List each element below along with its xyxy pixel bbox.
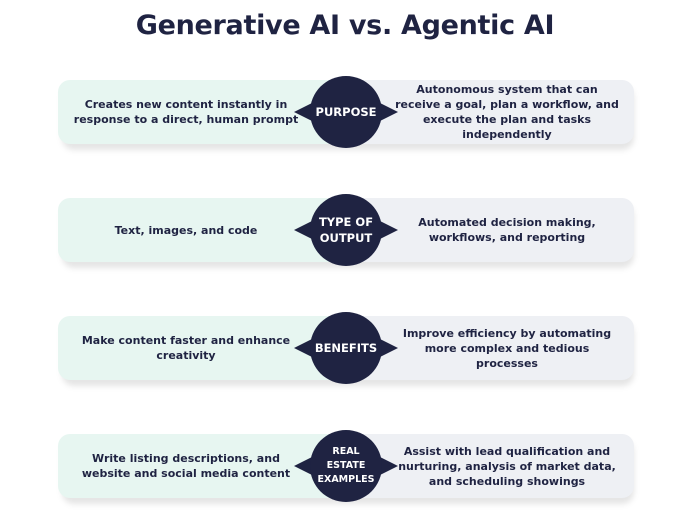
badge-shape-icon — [294, 76, 398, 148]
comparison-row-purpose: Creates new content instantly in respons… — [58, 76, 634, 150]
category-badge: BENEFITS — [286, 308, 406, 388]
category-badge: REAL ESTATE EXAMPLES — [286, 426, 406, 506]
category-label: PURPOSE — [315, 105, 377, 119]
badge-shape-icon — [294, 312, 398, 384]
agentic-ai-text: Improve efficiency by automating more co… — [402, 326, 612, 370]
category-label: REAL ESTATE EXAMPLES — [317, 446, 375, 485]
comparison-row-type-of-output: Text, images, and code Automated decisio… — [58, 194, 634, 268]
agentic-ai-text: Assist with lead qualification and nurtu… — [398, 444, 616, 488]
page-title: Generative AI vs. Agentic AI — [135, 10, 555, 41]
agentic-ai-text: Automated decision making, workflows, an… — [418, 216, 596, 244]
generative-ai-text: Creates new content instantly in respons… — [73, 98, 299, 126]
category-badge: TYPE OF OUTPUT — [286, 190, 406, 270]
category-badge: PURPOSE — [286, 72, 406, 152]
comparison-row-benefits: Make content faster and enhance creativi… — [58, 312, 634, 386]
generative-ai-text: Make content faster and enhance creativi… — [81, 334, 291, 362]
agentic-ai-cell: Improve efficiency by automating more co… — [346, 316, 634, 380]
category-label: BENEFITS — [314, 341, 378, 355]
agentic-ai-text: Autonomous system that can receive a goa… — [395, 83, 619, 141]
generative-ai-text: Write listing descriptions, and website … — [81, 452, 291, 480]
generative-ai-text: Text, images, and code — [114, 223, 258, 237]
badge-shape-icon — [294, 194, 398, 266]
badge-shape-icon — [294, 430, 398, 502]
comparison-row-real-estate-examples: Write listing descriptions, and website … — [58, 430, 634, 504]
category-label: TYPE OF OUTPUT — [318, 215, 374, 245]
